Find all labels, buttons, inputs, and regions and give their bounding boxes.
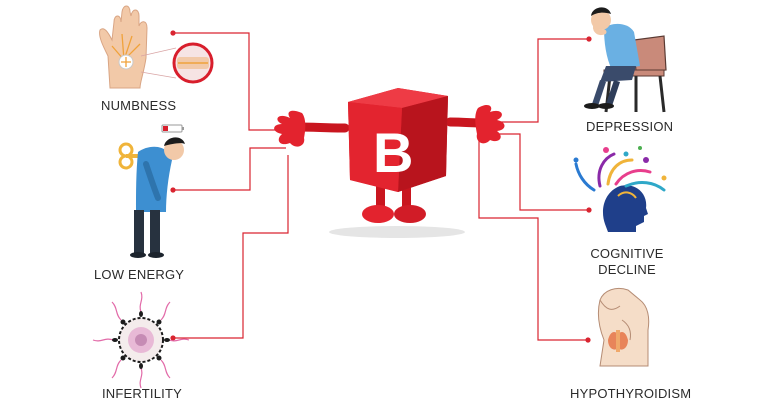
sperm-egg-icon — [92, 291, 190, 389]
label-numbness: NUMBNESS — [101, 98, 177, 113]
vitamin-b-mascot-icon — [274, 88, 505, 238]
label-cognitive-decline: COGNITIVE DECLINE — [586, 246, 668, 278]
connector-hypothyroidism — [478, 140, 588, 341]
mascot-letter: B — [373, 121, 413, 184]
connector-dots — [170, 30, 592, 343]
connector-infertility — [173, 155, 289, 339]
connector-numbness — [173, 32, 285, 131]
connectors — [173, 32, 589, 341]
connector-cognitive — [485, 133, 589, 211]
label-cognitive-line2: DECLINE — [598, 262, 656, 277]
label-low-energy: LOW ENERGY — [94, 267, 185, 282]
sad-man-on-chair-icon — [584, 7, 667, 113]
tired-wind-up-man-icon — [118, 124, 185, 258]
connector-depression — [482, 38, 589, 123]
label-depression: DEPRESSION — [586, 119, 674, 134]
connector-low-energy — [173, 147, 286, 191]
thyroid-neck-icon — [597, 287, 650, 367]
label-cognitive-line1: COGNITIVE — [590, 246, 664, 261]
label-hypothyroidism: HYPOTHYROIDISM — [570, 386, 692, 401]
hand-nerve-icon — [99, 5, 214, 89]
label-infertility: INFERTILITY — [102, 386, 182, 401]
head-thoughts-icon — [573, 146, 667, 232]
